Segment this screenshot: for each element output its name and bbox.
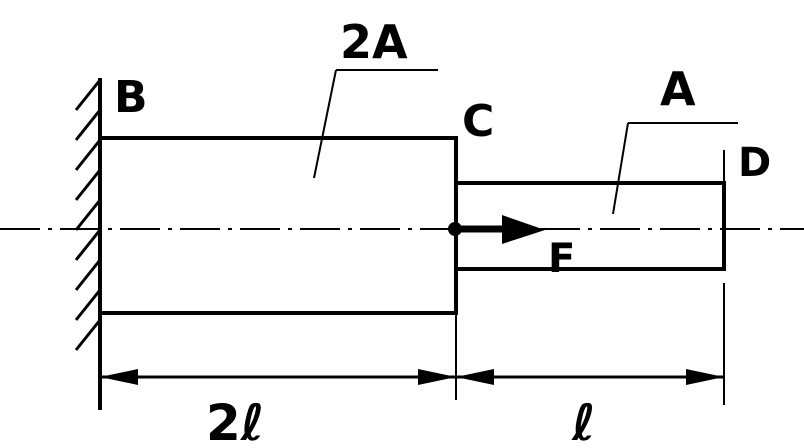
label-length-l: ℓ <box>571 394 596 448</box>
label-d: D <box>738 140 771 186</box>
fixed-wall <box>74 78 102 410</box>
leader-2a <box>313 69 438 179</box>
dimension-l <box>456 369 724 385</box>
segment-cd <box>456 181 726 271</box>
label-b: B <box>114 72 148 123</box>
label-area-2a: 2A <box>340 15 408 69</box>
segment-bc <box>98 136 458 315</box>
label-c: C <box>462 96 494 147</box>
label-area-a: A <box>660 62 696 116</box>
leader-a <box>612 122 738 215</box>
label-force: F <box>548 236 575 282</box>
dimension-2l <box>100 369 456 385</box>
label-length-2l: 2ℓ <box>206 394 264 448</box>
force-arrow <box>448 215 545 244</box>
extension-lines <box>455 150 725 405</box>
